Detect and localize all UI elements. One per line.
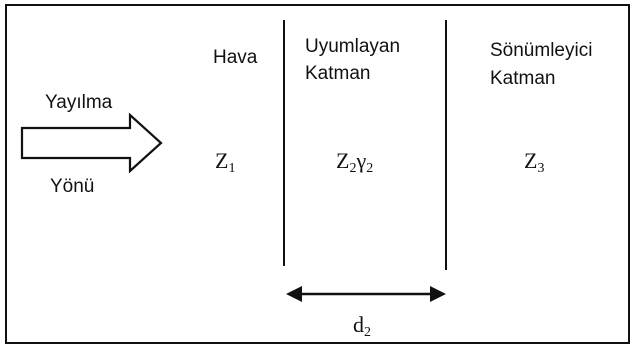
propagation-label-top: Yayılma (45, 92, 113, 113)
diagram-frame (5, 4, 630, 344)
region-air-title: Hava (213, 47, 258, 68)
region-absorbing-title-line1: Sönümleyici (490, 40, 593, 61)
region-absorbing-title-line2: Katman (490, 68, 556, 89)
region-matching-impedance: Z2γ2 (336, 148, 374, 176)
region-matching-title-line1: Uyumlayan (305, 36, 401, 57)
thickness-label: d2 (353, 312, 371, 340)
propagation-label-bottom: Yönü (50, 176, 95, 197)
region-matching-title-line2: Katman (305, 63, 371, 84)
thickness-arrow-right-head-icon (430, 286, 446, 302)
propagation-arrow-icon (20, 112, 163, 174)
region-air-impedance: Z1 (215, 148, 236, 176)
thickness-arrow-left-head-icon (286, 286, 302, 302)
region-absorbing-impedance: Z3 (524, 148, 545, 176)
